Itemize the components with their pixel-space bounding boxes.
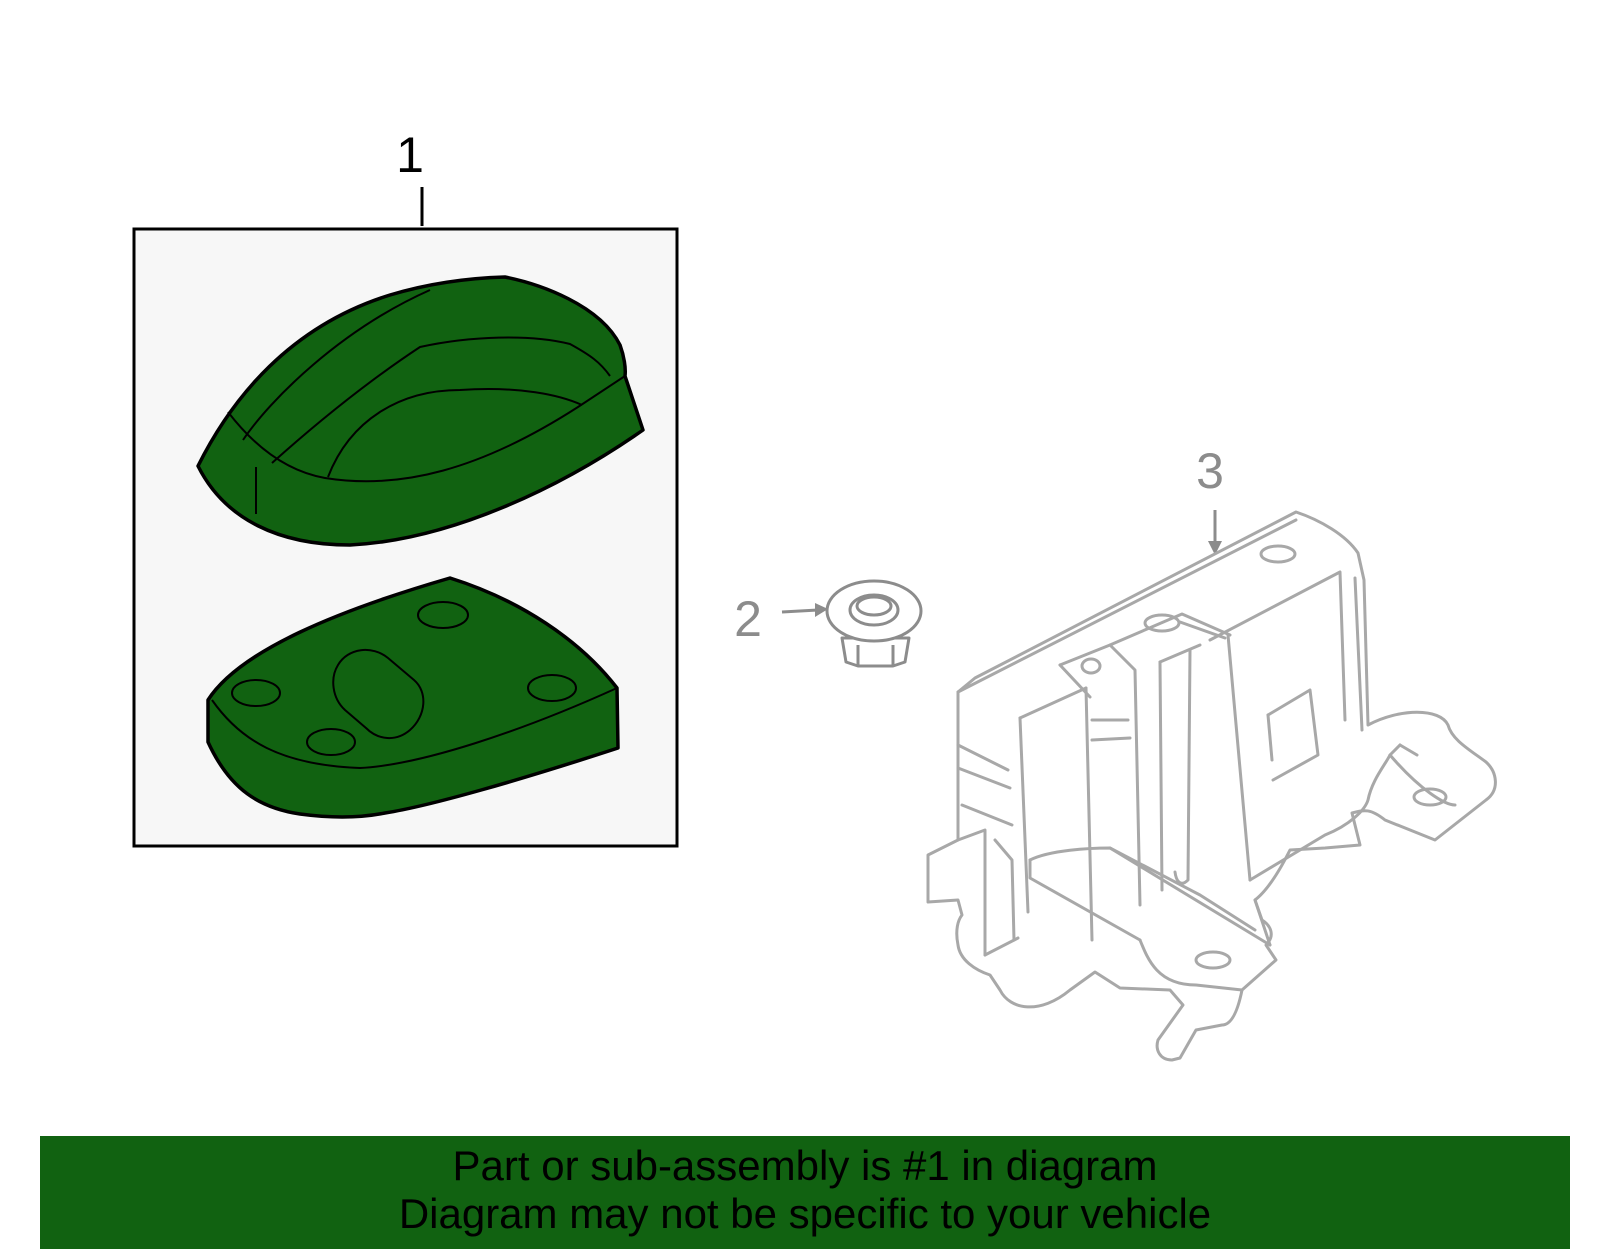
callout-2-leader [781,603,828,617]
banner-line-disclaimer: Diagram may not be specific to your vehi… [398,1190,1212,1237]
banner-line-part-note: Part or sub-assembly is #1 in diagram [452,1142,1158,1189]
callout-2: 2 [734,591,762,647]
info-banner: Part or sub-assembly is #1 in diagram Di… [40,1136,1570,1249]
callout-1: 1 [396,127,424,183]
part-2-nut[interactable] [825,579,923,668]
part-3-bracket[interactable] [926,510,1497,1062]
part-1-assembly[interactable] [132,227,679,848]
callout-3-leader [1208,510,1222,555]
part-1-base [206,576,620,819]
callout-3: 3 [1196,443,1224,499]
part-1-cover [196,275,645,547]
